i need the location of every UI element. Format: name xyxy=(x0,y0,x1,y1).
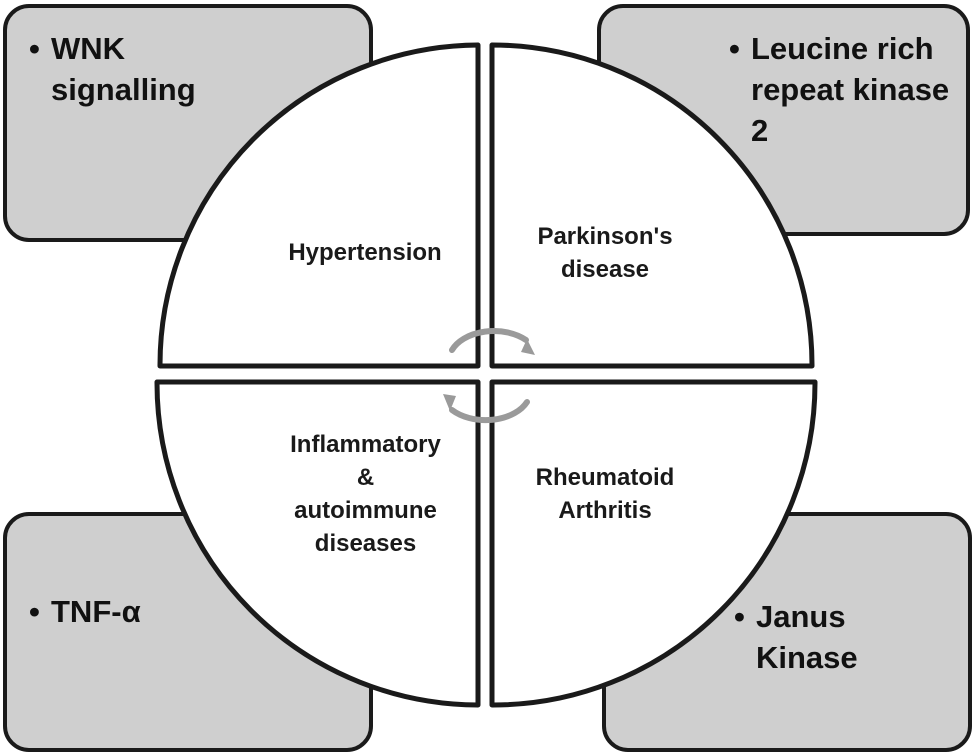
tnf-alpha-label: TNF-α xyxy=(51,594,141,629)
box-text-bottom-right: • Janus Kinase xyxy=(734,596,934,678)
box-text-bottom-left: • TNF-α xyxy=(29,591,269,632)
bullet-icon: • xyxy=(729,31,740,66)
wnk-signalling-label: WNK signalling xyxy=(51,31,196,107)
bullet-icon: • xyxy=(734,599,745,634)
lrrk2-label: Leucine rich repeat kinase 2 xyxy=(751,31,950,148)
quadrant-label-rheumatoid: Rheumatoid Arthritis xyxy=(535,464,675,524)
quadrant-bottom-left xyxy=(154,379,481,708)
arrow-top-arc xyxy=(449,328,529,353)
bullet-icon: • xyxy=(29,594,40,629)
box-text-top-left: • WNK signalling xyxy=(29,28,269,110)
cycle-arrows-icon xyxy=(443,328,535,424)
janus-kinase-label: Janus Kinase xyxy=(756,599,858,675)
quadrant-label-inflammatory: Inflammatory & autoimmune diseases xyxy=(290,431,441,557)
quadrant-label-hypertension: Hypertension xyxy=(288,239,442,266)
arrow-bottom-head xyxy=(443,394,456,411)
arrow-top-head xyxy=(521,339,535,355)
quadrant-bottom-right xyxy=(489,379,818,708)
box-text-top-right: • Leucine rich repeat kinase 2 xyxy=(729,28,969,151)
quadrant-top-right xyxy=(489,42,815,369)
quadrant-label-parkinsons: Parkinson's disease xyxy=(537,223,673,283)
quadrant-top-left xyxy=(157,42,481,369)
bullet-icon: • xyxy=(29,31,40,66)
arrow-bottom-arc xyxy=(449,399,530,424)
